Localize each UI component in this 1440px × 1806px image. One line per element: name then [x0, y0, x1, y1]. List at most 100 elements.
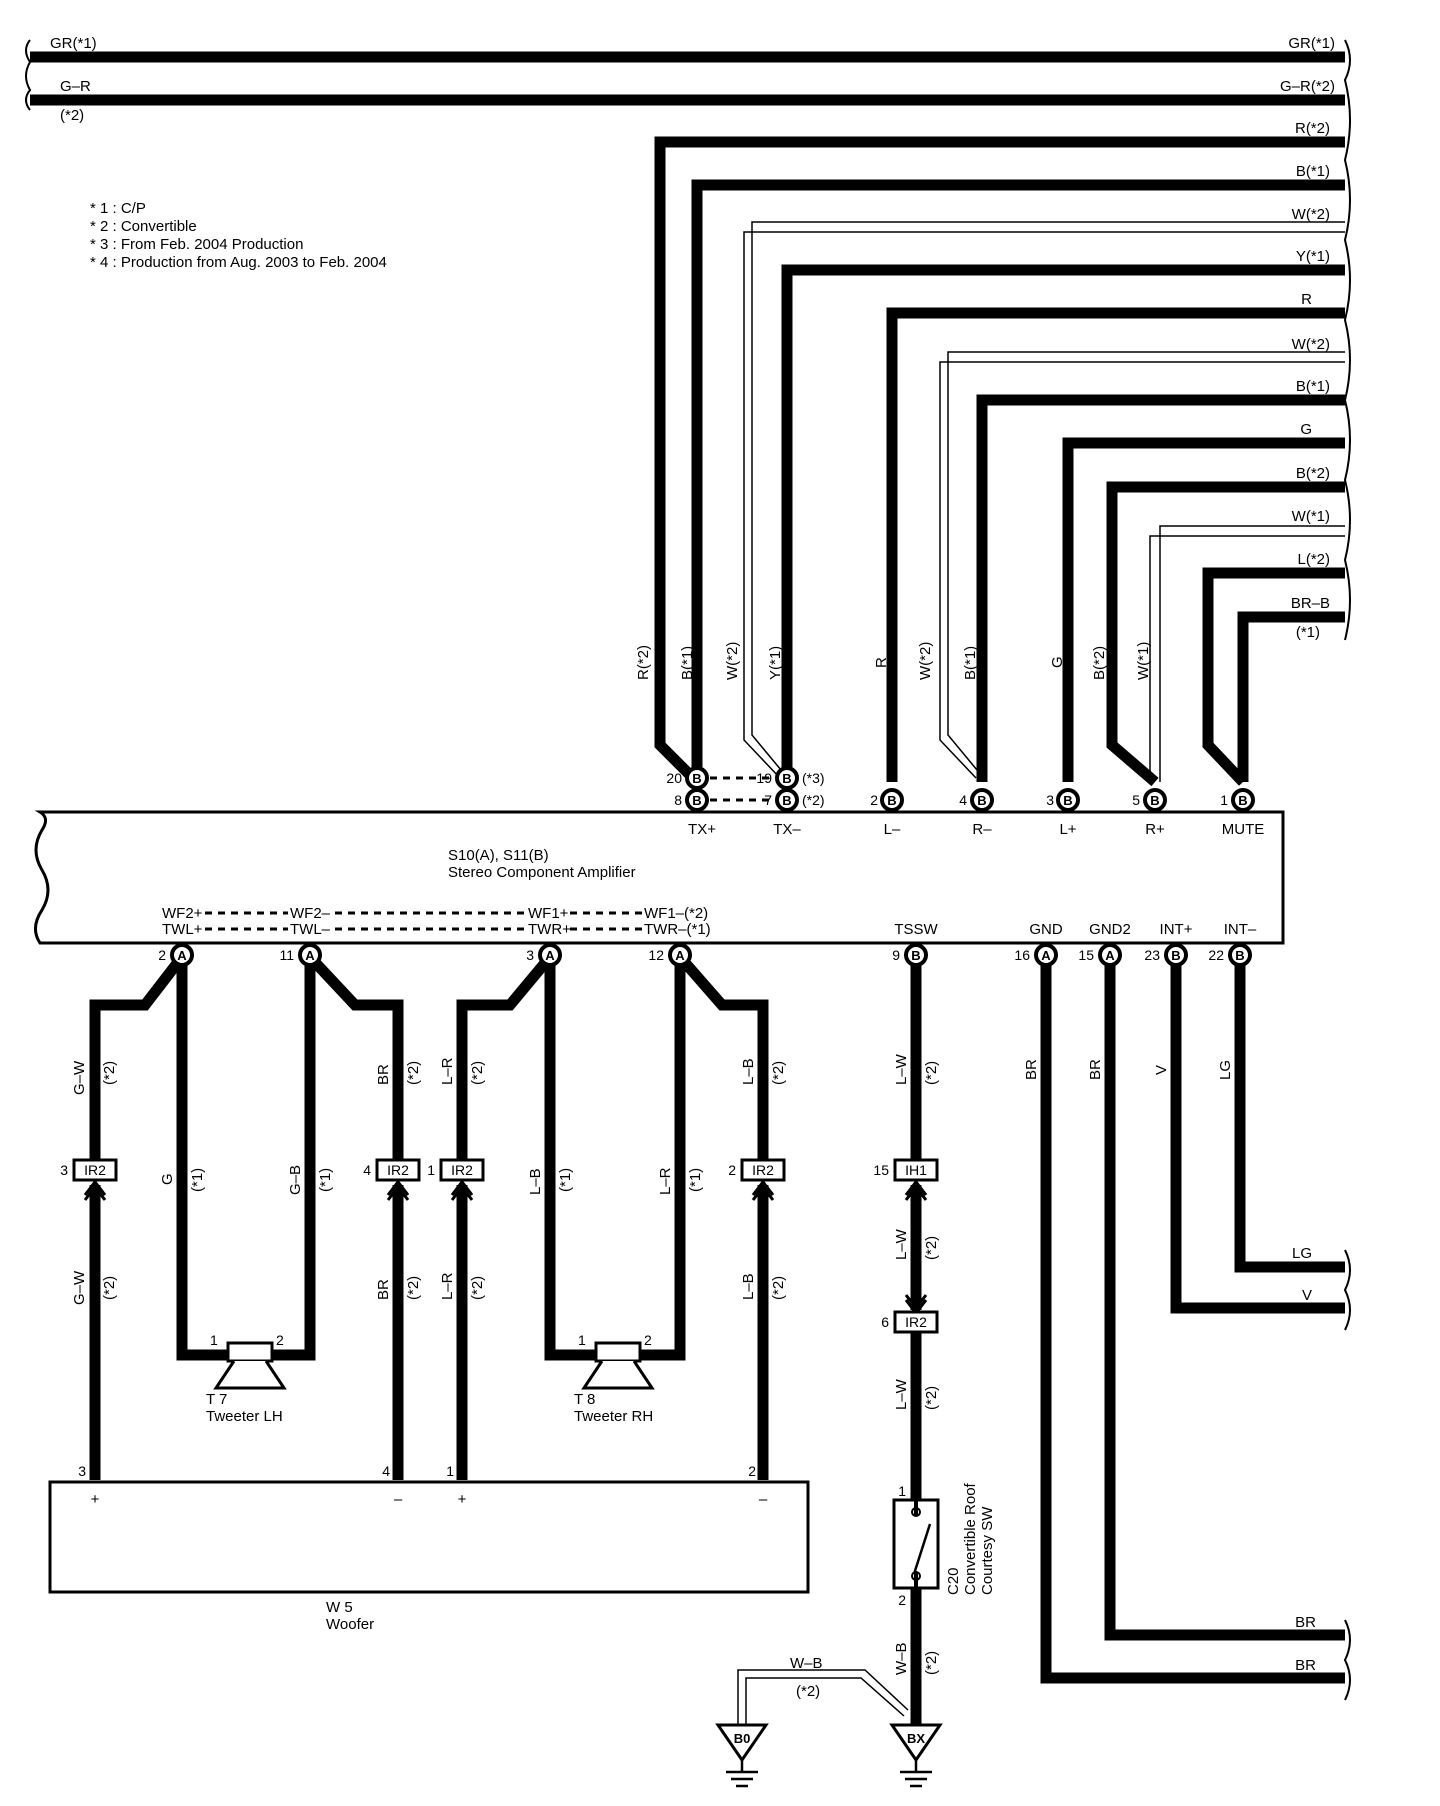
- component-name: Tweeter RH: [574, 1408, 653, 1425]
- top-connectors: B B B B 20 8 19 7 (*3) (*2) B 2 B 4 B 3 …: [666, 766, 1255, 812]
- wire-label: W(*1): [1135, 642, 1152, 680]
- component-name: Courtesy SW: [979, 1506, 996, 1595]
- wire-label: BR–B: [1291, 595, 1330, 612]
- stereo-component-amplifier: S10(A), S11(B) Stereo Component Amplifie…: [34, 766, 1285, 945]
- wire-label: B(*2): [1091, 646, 1108, 680]
- wire-label: B(*2): [1296, 465, 1330, 482]
- terminal-name: INT–: [1224, 921, 1257, 938]
- wire-label: (*2): [405, 1276, 422, 1300]
- connector-letter: B: [1235, 948, 1244, 963]
- terminal-name: R–: [972, 821, 992, 838]
- wire-l-r-upper: [456, 953, 555, 1160]
- connector-pin-b9: [904, 943, 928, 967]
- note-line: * 3 : From Feb. 2004 Production: [90, 236, 303, 253]
- wire-label: (*2): [101, 1276, 118, 1300]
- wire-label: (*1): [1296, 624, 1320, 641]
- left-break-mark: [25, 39, 32, 111]
- arrow-icon: [450, 1179, 474, 1201]
- wire-int-plus-v: [1170, 957, 1345, 1314]
- wire-label: (*2): [923, 1061, 940, 1085]
- wire-w-b-ground: [737, 1669, 909, 1725]
- wire-label: (*2): [923, 1651, 940, 1675]
- wire-mute-l: [1202, 567, 1345, 786]
- wire-label: W–B: [790, 1655, 823, 1672]
- wire-label: G–R: [60, 78, 91, 95]
- wire-r-plus-b: [1106, 481, 1345, 787]
- wire-br-upper: [305, 953, 404, 1160]
- wire-label: G: [1300, 421, 1312, 438]
- wire-label: V: [1302, 1287, 1312, 1304]
- terminal-name: TWL–: [290, 921, 331, 938]
- junction-label: IH1: [905, 1162, 927, 1178]
- junction-ir2-1: IR2 1: [427, 1158, 485, 1201]
- tweeter-rh: 1 2 T 8 Tweeter RH: [574, 1332, 655, 1425]
- ground-icon: [715, 1723, 769, 1763]
- pin-number: 4: [382, 1463, 390, 1479]
- wire-label: W(*2): [917, 642, 934, 680]
- pin-number: 3: [526, 947, 534, 963]
- wire-label: (*1): [189, 1168, 206, 1192]
- connector-letter: A: [675, 948, 685, 963]
- amplifier-name: Stereo Component Amplifier: [448, 864, 636, 881]
- vertical-wire-labels: R(*2) B(*1) W(*2) Y(*1) R W(*2) B(*1) G …: [635, 642, 1152, 680]
- connector-letter: B: [887, 793, 896, 808]
- wire-label: (*2): [923, 1386, 940, 1410]
- pin-number: 2: [644, 1332, 652, 1348]
- wire-label: (*2): [60, 107, 84, 124]
- wire-label: G–B: [287, 1165, 304, 1195]
- note-line: * 1 : C/P: [90, 200, 146, 217]
- wire-label: L–W: [893, 1378, 910, 1410]
- connector-letter: B: [692, 793, 701, 808]
- connector-letter: B: [977, 793, 986, 808]
- terminal-name: WF2–: [290, 905, 331, 922]
- wire-label: BR: [1087, 1059, 1104, 1080]
- wire-label: B(*1): [1296, 163, 1330, 180]
- terminal-name: TX+: [688, 821, 716, 838]
- wire-label: W(*2): [1292, 206, 1330, 223]
- wire-label: GR(*1): [1288, 35, 1335, 52]
- wire-label: BR: [1295, 1614, 1316, 1631]
- pin-number: 3: [78, 1463, 86, 1479]
- pin-number: 16: [1014, 947, 1030, 963]
- junction-ih1-15: IH1 15: [873, 1158, 939, 1201]
- connector-letter: B: [1171, 948, 1180, 963]
- wire-label: G: [1049, 656, 1066, 668]
- wire-label: (*2): [796, 1683, 820, 1700]
- right-break-mark: [1343, 39, 1351, 641]
- polarity-sign: –: [394, 1491, 403, 1508]
- wire-label: L–B: [740, 1058, 757, 1085]
- amplifier-connectors: S10(A), S11(B): [448, 847, 549, 864]
- note-line: * 2 : Convertible: [90, 218, 197, 235]
- pin-number: 15: [873, 1162, 889, 1178]
- wire-tx-plus-r: [654, 136, 1345, 786]
- terminal-name: R+: [1145, 821, 1165, 838]
- wire-label: BR: [375, 1064, 392, 1085]
- wire-label: B(*1): [962, 646, 979, 680]
- pin-number: 1: [427, 1162, 435, 1178]
- connector-pin-a2: [170, 943, 194, 967]
- convertible-roof-courtesy-switch: 1 2 C20 Convertible Roof Courtesy SW: [892, 1482, 996, 1608]
- pin-note: (*3): [802, 770, 825, 786]
- pin-number: 1: [446, 1463, 454, 1479]
- pin-number: 2: [748, 1463, 756, 1479]
- pin-number: 2: [898, 1592, 906, 1608]
- pin-number: 2: [276, 1332, 284, 1348]
- terminal-name: TX–: [773, 821, 801, 838]
- connector-letter: B: [1063, 793, 1072, 808]
- pin-number: 20: [666, 770, 682, 786]
- alt-terminal-dashes: [205, 911, 642, 931]
- terminal-name: L–: [884, 821, 901, 838]
- pin-number: 3: [60, 1162, 68, 1178]
- wire-label: BR: [375, 1279, 392, 1300]
- connector-letter: A: [545, 948, 555, 963]
- wire-label: L–W: [893, 1053, 910, 1085]
- pin-number: 1: [210, 1332, 218, 1348]
- wire-label: L–B: [740, 1273, 757, 1300]
- component-id: W 5: [326, 1599, 353, 1616]
- woofer-box: [48, 1480, 810, 1594]
- terminal-name: INT+: [1160, 921, 1193, 938]
- wire-r-minus-w: [939, 351, 1345, 779]
- terminal-name: MUTE: [1222, 821, 1265, 838]
- wire-label: (*1): [687, 1168, 704, 1192]
- junction-ir2-2: IR2 2: [728, 1158, 786, 1201]
